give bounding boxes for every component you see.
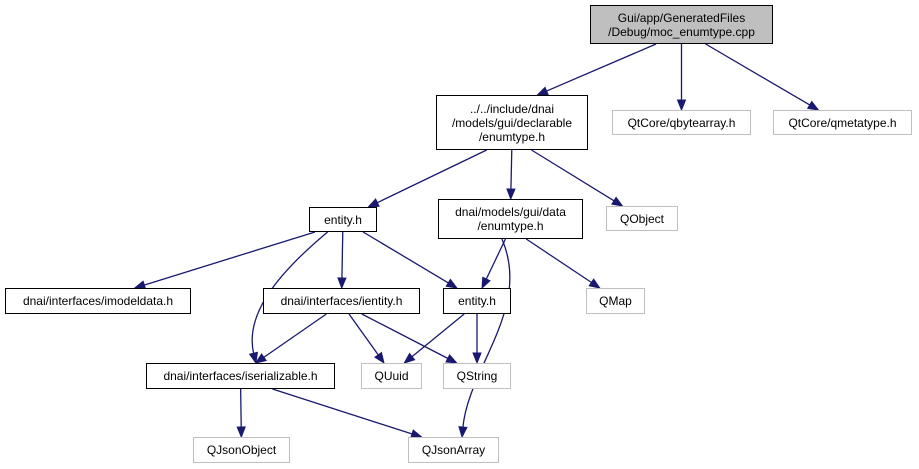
node-qbytearray-h[interactable]: QtCore/qbytearray.h [612,110,751,135]
arrowhead-entity_core-to-qstring [472,352,482,365]
node-imodeldata-h[interactable]: dnai/interfaces/imodeldata.h [5,288,191,314]
node-qobject[interactable]: QObject [606,206,678,231]
node-qstring[interactable]: QString [443,363,511,389]
node-qjsonobject[interactable]: QJsonObject [193,437,290,463]
arrowhead-iserializable-to-qjsonobject [236,426,246,439]
arrowhead-moc-to-qmetatype [806,100,820,111]
arrowhead-entity_gui-to-entity_core [445,278,459,289]
edge-declarable_enumtype-to-data_enumtype [510,149,513,191]
arrowhead-data_enumtype-to-qmap [588,278,601,289]
node-qjsonarray[interactable]: QJsonArray [408,437,499,463]
node-data-enumtype-h[interactable]: dnai/models/gui/data /enumtype.h [438,199,583,239]
arrowhead-declarable_enumtype-to-qobject [611,196,624,207]
node-iserializable-h[interactable]: dnai/interfaces/iserializable.h [146,363,335,389]
node-qmap[interactable]: QMap [586,288,645,314]
edge-entity_core-to-quuid [410,313,465,358]
arrowhead-entity_gui-to-ientity [337,277,347,290]
edge-entity_gui-to-entity_core [362,231,450,284]
arrowhead-ientity-to-iserializable [254,353,267,364]
node-ientity-h[interactable]: dnai/interfaces/ientity.h [263,288,420,314]
node-moc-enumtype-cpp[interactable]: Gui/app/GeneratedFiles /Debug/moc_enumty… [590,5,773,44]
edge-entity_gui-to-ientity [341,231,344,280]
edge-entity_gui-to-imodeldata [143,231,316,286]
arrowhead-moc-to-declarable_enumtype [536,86,549,96]
arrowhead-entity_core-to-quuid [403,352,416,364]
arrowhead-moc-to-qbytearray [676,99,687,112]
edge-moc-to-qmetatype [705,43,811,107]
arrowhead-declarable_enumtype-to-entity_gui [367,198,380,208]
arrowhead-ientity-to-quuid [374,351,385,365]
edge-moc-to-declarable_enumtype [545,43,657,93]
node-quuid[interactable]: QUuid [361,363,422,389]
arrowhead-declarable_enumtype-to-data_enumtype [506,188,516,201]
arrowhead-ientity-to-qstring [445,353,458,364]
arrowhead-data_enumtype-to-qjsonarray [458,426,468,439]
arrowhead-entity_gui-to-iserializable [248,351,259,365]
edge-data_enumtype-to-qmap [525,238,593,284]
edge-iserializable-to-qjsonobject [240,388,242,429]
edge-data_enumtype-to-entity_core [485,238,507,281]
edge-declarable_enumtype-to-entity_gui [376,149,487,204]
edge-ientity-to-qstring [361,313,449,360]
edge-ientity-to-quuid [348,313,380,357]
node-declarable-enumtype-h[interactable]: ../../include/dnai /models/gui/declarabl… [436,95,588,150]
node-entity-h-core[interactable]: entity.h [443,288,511,314]
edge-ientity-to-iserializable [262,313,327,359]
arrowhead-data_enumtype-to-entity_core [481,276,491,290]
edge-data_enumtype-to-qjsonarray [462,238,511,429]
edge-declarable_enumtype-to-qobject [531,149,616,202]
node-entity-h-gui[interactable]: entity.h [309,207,377,232]
edge-iserializable-to-qjsonarray [272,388,414,435]
node-qmetatype-h[interactable]: QtCore/qmetatype.h [773,110,912,135]
